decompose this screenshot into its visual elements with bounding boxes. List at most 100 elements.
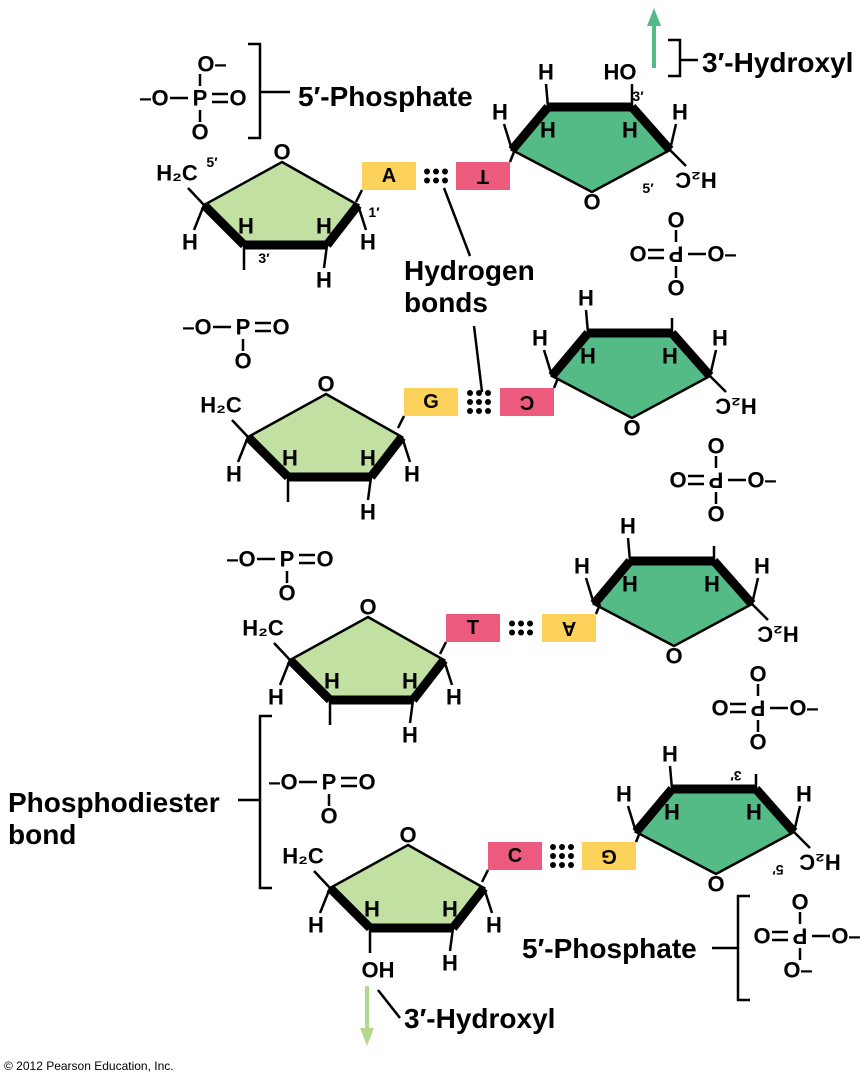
ring-oxygen-atom: O (399, 823, 416, 848)
left-base-letter: C (508, 845, 522, 867)
glycosidic-bond-right (634, 831, 642, 843)
oxygen-atom: O (316, 547, 333, 572)
left-base-letter: G (423, 391, 439, 413)
phosphorus-atom: P (193, 86, 208, 111)
hydrogen-bond-dot (442, 177, 448, 184)
hydrogen-bond-dot (424, 177, 430, 184)
hydroxyl-top-bracket (668, 38, 698, 78)
hydrogen-bond-dot (433, 177, 439, 184)
hydrogen-atom: H (620, 514, 636, 539)
left-base-letter: T (467, 617, 479, 639)
ring-oxygen-atom: O (623, 416, 640, 441)
hydrogen-atom: H (492, 100, 508, 125)
phosphodiester-label-2: bond (8, 819, 76, 850)
phosphodiester-label-1: Phosphodiester (8, 787, 220, 818)
left-base-box (362, 162, 416, 190)
c-h-bond (448, 927, 455, 952)
oxygen-atom: O (667, 276, 684, 301)
c-h-bond (318, 887, 332, 914)
left-base-box (488, 842, 542, 870)
phosphorus-atom: P (669, 242, 684, 267)
c-h-bond (278, 659, 292, 686)
methylene-group: H₂C (715, 394, 757, 419)
hydrogen-atom: H (316, 214, 332, 239)
hydrogen-atom: H (402, 723, 418, 748)
hydroxyl-top-label: 3′-Hydroxyl (702, 47, 853, 78)
oxygen-atom: O (749, 662, 766, 687)
phosphorus-atom: P (322, 770, 337, 795)
c-h-bond (668, 123, 678, 151)
hydrogen-atom: H (238, 214, 254, 239)
c4-c5-bond (669, 149, 687, 167)
c-h-bond (584, 577, 596, 605)
oxygen-atom: O (707, 502, 724, 527)
oxygen-atom: O (629, 242, 646, 267)
oxygen-atom: O (272, 315, 289, 340)
prime-5-label: 5′ (772, 862, 784, 878)
hydrogen-atom: H (404, 462, 420, 487)
sugar-right-edge (710, 558, 756, 607)
sugar-right-edge (449, 885, 488, 931)
hydrogen-atom: H (616, 782, 632, 807)
sugar-right-edge (628, 104, 674, 153)
hydrogen-bond-dot (527, 620, 533, 627)
hydrogen-bond-dot (442, 168, 448, 175)
prime-3-label: 3′ (258, 250, 270, 266)
glycosidic-bond-left (438, 641, 448, 655)
oxygen-atom: O (229, 86, 246, 111)
oxygen-atom: O (320, 804, 337, 829)
hydrogen-atom: H (324, 669, 340, 694)
hydrogen-bond-dot (467, 408, 473, 414)
oxygen-minus-atom: O– (831, 924, 860, 949)
hydrogen-atom: H (796, 782, 812, 807)
c4-c5-bond (273, 642, 291, 661)
hydrogen-bond-dot (568, 862, 574, 868)
hydrogen-bond-dot (424, 168, 430, 175)
right-base-letter: A (562, 617, 576, 639)
copyright-text: © 2012 Pearson Education, Inc. (4, 1059, 174, 1073)
sugar-left-edge (632, 786, 676, 835)
c-h-bond (400, 436, 412, 463)
sugar-left-edge (590, 558, 634, 607)
glycosidic-bond-right (552, 377, 560, 389)
hydroxyl-group: OH (362, 958, 395, 983)
hydrogen-bond-dot (476, 390, 482, 396)
oxygen-minus-atom: –O (268, 770, 297, 795)
prime-1-label: 1′ (368, 204, 380, 220)
ring-oxygen-atom: O (707, 872, 724, 897)
hydrogen-bond-dot (559, 862, 565, 868)
c-h-bond (192, 204, 206, 231)
ring-oxygen-atom: O (359, 595, 376, 620)
c-h-bond (750, 577, 760, 605)
right-base-letter: C (520, 391, 534, 413)
sugar-left-edge (548, 330, 592, 379)
hydrogen-atom: H (538, 60, 554, 85)
oxygen-minus-atom: O– (707, 242, 736, 267)
oxygen-atom: O (711, 696, 728, 721)
hydroxyl-bottom-label: 3′-Hydroxyl (404, 1003, 555, 1034)
hydrogen-atom: H (446, 685, 462, 710)
hydrogen-atom: H (442, 951, 458, 976)
hydrogen-atom: H (574, 554, 590, 579)
ring-oxygen-atom: O (317, 372, 334, 397)
right-base-box (582, 842, 636, 870)
ring-oxygen-atom: O (665, 644, 682, 669)
hydrogen-atom: H (316, 268, 332, 293)
c-h-bond (356, 204, 368, 231)
c-h-bond (626, 537, 632, 562)
hydrogen-bond-dot (467, 399, 473, 405)
c-h-bond (442, 659, 454, 686)
sugar-left-edge (286, 656, 334, 704)
oxygen-minus-atom: –O (139, 86, 168, 111)
phosphate-top-label: 5′-Phosphate (298, 81, 473, 112)
